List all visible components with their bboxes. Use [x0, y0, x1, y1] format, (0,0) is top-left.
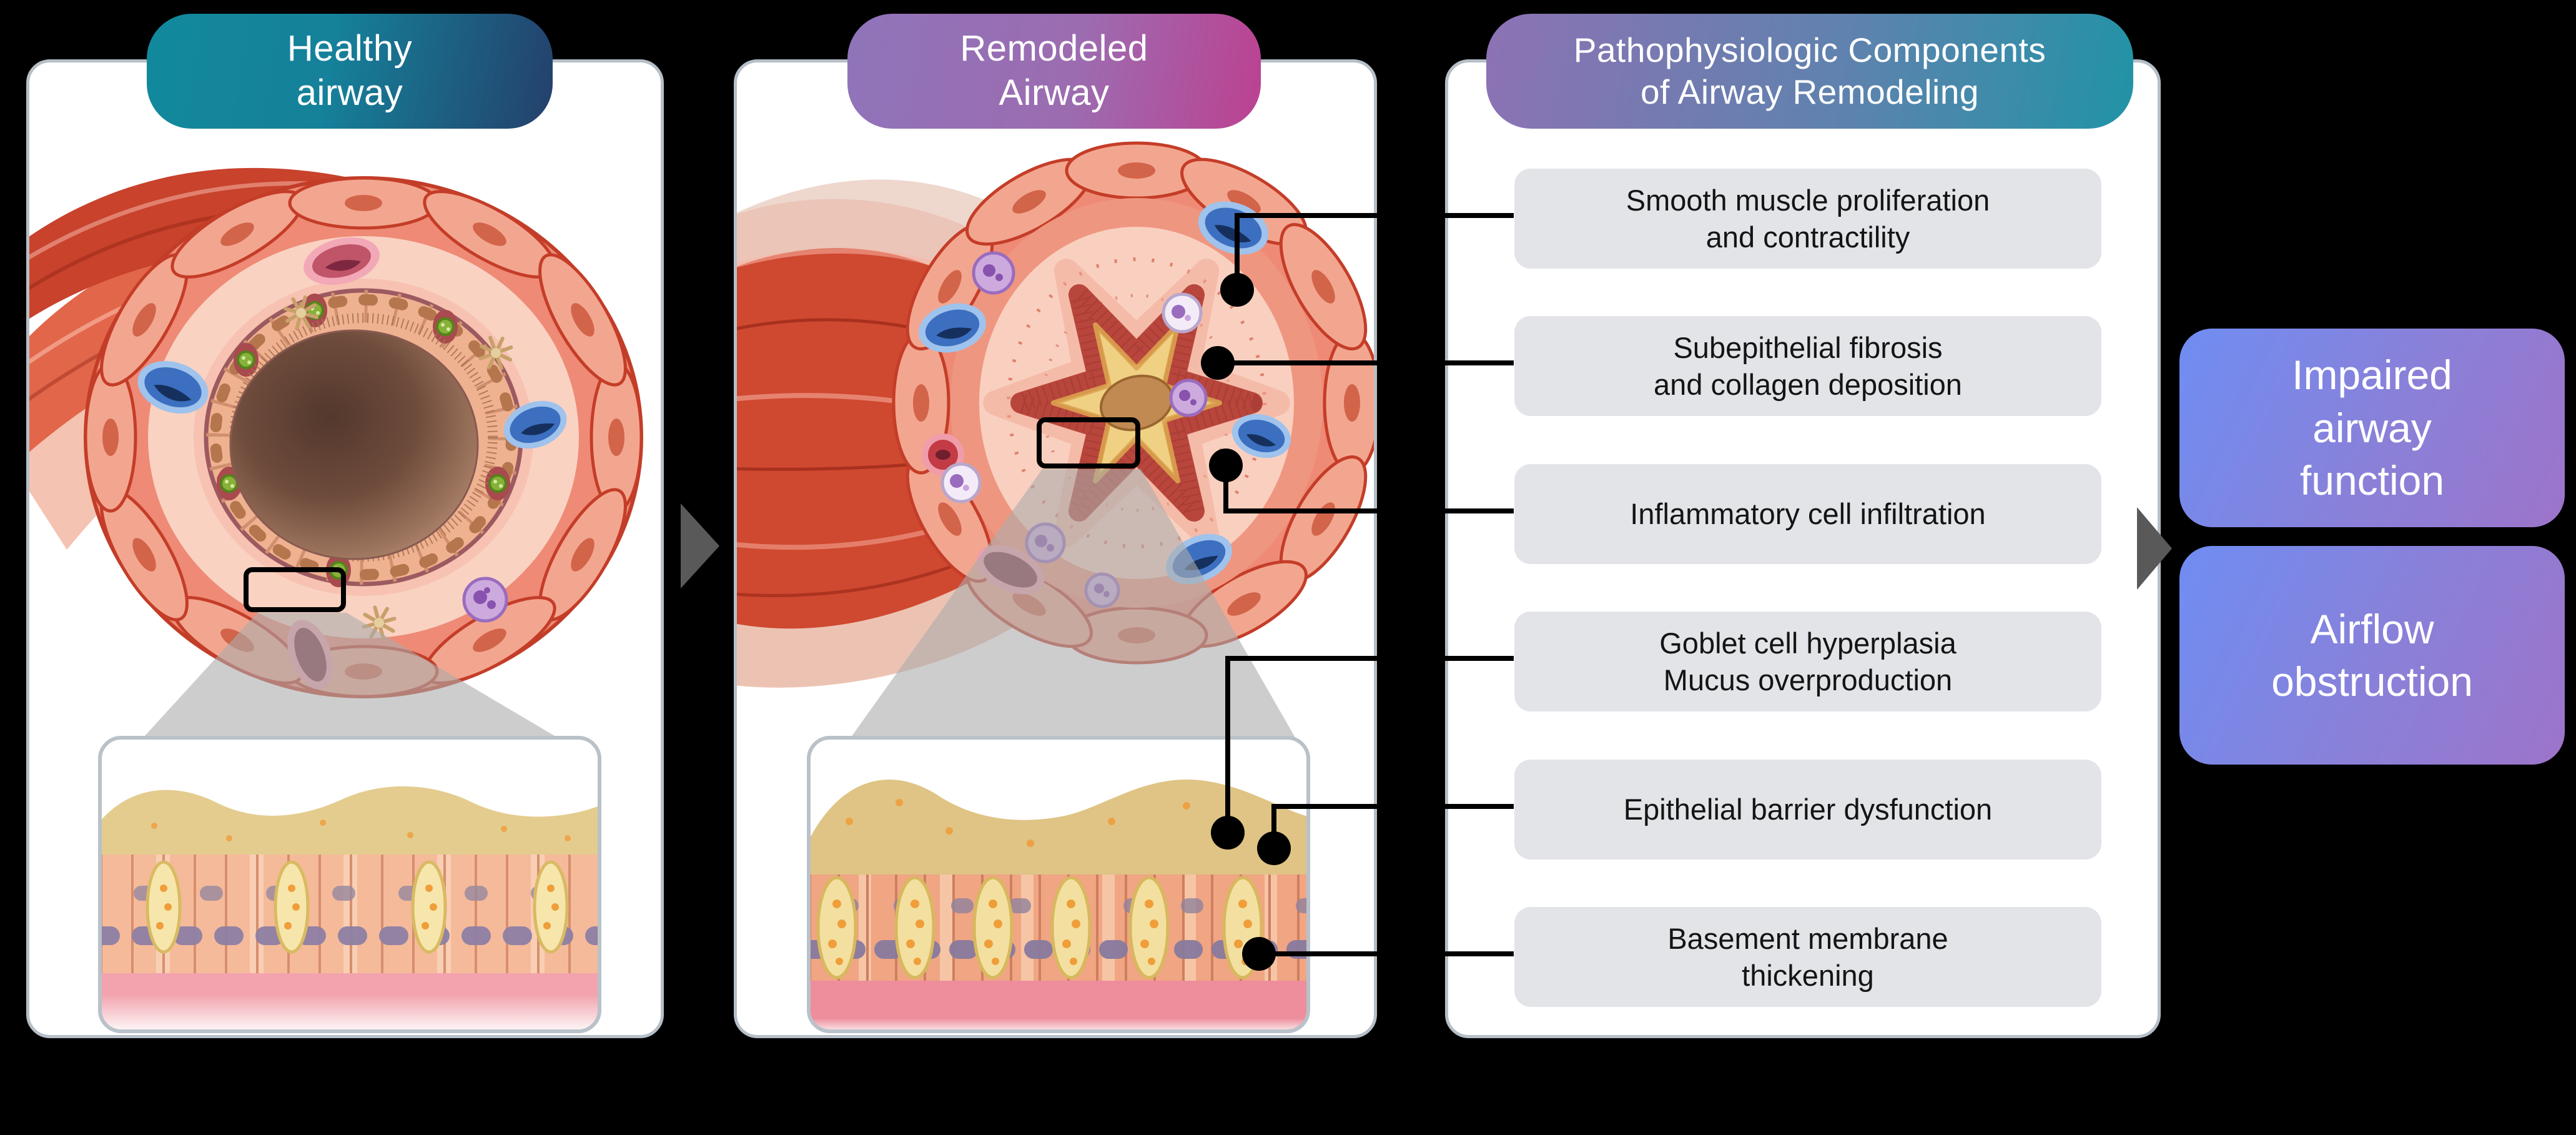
- component-goblet-hyperplasia: Goblet cell hyperplasia Mucus overproduc…: [1514, 612, 2101, 711]
- component-inflammatory-infiltration: Inflammatory cell infiltration: [1514, 464, 2101, 564]
- healthy-airway-illustration: [29, 167, 643, 1033]
- blue-blood-vessel: [1231, 414, 1291, 458]
- arrow-right-icon: [681, 503, 719, 588]
- fibroblast: [283, 295, 513, 640]
- basement-membrane-thin: [100, 973, 600, 994]
- component-basement-membrane: Basement membrane thickening: [1514, 907, 2101, 1007]
- blue-blood-vessel: [503, 400, 567, 449]
- remodeled-epithelium-inset: [807, 736, 1310, 1033]
- inset-goblet-cells: [146, 860, 569, 954]
- badge-remodeled-airway: Remodeled Airway: [847, 14, 1261, 129]
- component-smooth-muscle: Smooth muscle proliferation and contract…: [1514, 169, 2101, 269]
- remodeled-airway-illustration: [737, 141, 1374, 1033]
- basement-membrane-thick: [809, 981, 1308, 1018]
- zoom-projection: [137, 613, 568, 744]
- blue-blood-vessel: [137, 360, 209, 414]
- badge-pathophysiologic-components: Pathophysiologic Components of Airway Re…: [1486, 14, 2133, 129]
- inset-goblet-cells-hyperplasia: [816, 876, 1263, 979]
- healthy-epithelium-inset: [98, 736, 601, 1033]
- outcome-airflow-obstruction: Airflow obstruction: [2179, 546, 2565, 765]
- panel-healthy-airway: [26, 59, 664, 1038]
- badge-healthy-airway: Healthy airway: [147, 14, 553, 129]
- healthy-cross-section: [84, 176, 643, 698]
- panel-pathophysiologic-components: Smooth muscle proliferation and contract…: [1445, 59, 2161, 1038]
- blue-blood-vessel: [918, 303, 987, 353]
- component-epithelial-barrier: Epithelial barrier dysfunction: [1514, 760, 2101, 860]
- pink-blood-vessel: [303, 237, 380, 285]
- outcome-impaired-airway-function: Impaired airway function: [2179, 329, 2565, 527]
- component-subepithelial-fibrosis: Subepithelial fibrosis and collagen depo…: [1514, 316, 2101, 416]
- open-lumen: [229, 329, 479, 560]
- zoom-projection: [846, 469, 1299, 744]
- immune-cell: [462, 577, 508, 623]
- panel-remodeled-airway: [734, 59, 1377, 1038]
